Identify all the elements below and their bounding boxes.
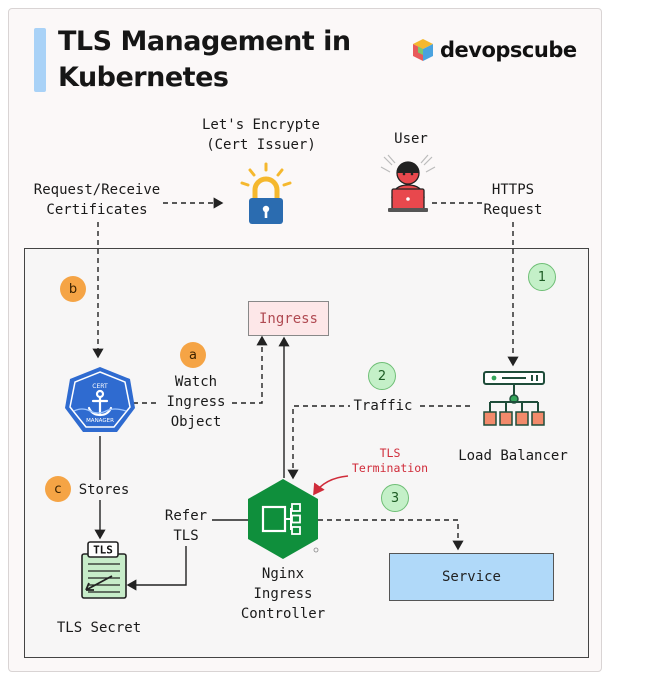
- title-accent-bar: [34, 28, 46, 92]
- watch-line2: Ingress: [166, 394, 226, 410]
- https-request-line1: HTTPS: [491, 182, 535, 198]
- ingress-box: Ingress: [248, 301, 329, 336]
- cert-manager-bottom-text: MANAGER: [86, 418, 114, 424]
- edge-nginx-to-service: [318, 519, 464, 551]
- cert-manager-icon: CERT MANAGER: [65, 367, 135, 432]
- service-box: Service: [389, 553, 554, 601]
- user-laptop-icon: [380, 154, 436, 212]
- badge-1: 1: [528, 263, 556, 291]
- badge-c: c: [45, 476, 71, 502]
- brand-logo: devopscube: [412, 38, 577, 62]
- lock-icon: [240, 162, 292, 224]
- badge-2: 2: [368, 362, 396, 390]
- refer-line2: TLS: [173, 528, 199, 544]
- cert-manager-top-text: CERT: [92, 383, 108, 390]
- letsencrypt-label-line2: (Cert Issuer): [206, 137, 316, 153]
- nginx-icon: [248, 479, 319, 559]
- request-receive-line2: Certificates: [46, 202, 148, 218]
- load-balancer-icon: [483, 371, 545, 426]
- letsencrypt-label: Let's Encrypte (Cert Issuer): [196, 115, 326, 155]
- tls-secret-icon: TLS: [81, 541, 127, 599]
- ingress-label: Ingress: [258, 310, 318, 327]
- watch-line3: Object: [170, 414, 222, 430]
- tls-secret-label: TLS Secret: [56, 620, 142, 636]
- title-line-2: Kubernetes: [58, 62, 229, 93]
- nginx-line3: Controller: [240, 606, 326, 622]
- cube-logo-icon: [413, 39, 433, 61]
- watch-line1: Watch: [174, 374, 218, 390]
- brand-name: devopscube: [440, 38, 577, 62]
- tls-termination-arrow: [313, 475, 349, 496]
- nginx-line2: Ingress: [253, 586, 313, 602]
- nginx-label: Nginx Ingress Controller: [228, 564, 338, 624]
- title-line-1: TLS Management in: [58, 26, 351, 57]
- https-request-line2: Request: [483, 202, 543, 218]
- watch-ingress-label: Watch Ingress Object: [160, 372, 232, 432]
- user-label: User: [394, 131, 428, 147]
- refer-line1: Refer: [164, 508, 208, 524]
- tls-termination-line1: TLS: [379, 446, 401, 460]
- badge-b: b: [60, 276, 86, 302]
- edge-refer-tls: [126, 519, 248, 591]
- nginx-line1: Nginx: [261, 566, 305, 582]
- service-label: Service: [441, 569, 501, 585]
- https-request-label: HTTPS Request: [478, 180, 548, 220]
- tls-termination-label: TLS Termination: [340, 446, 440, 476]
- tls-secret-tag: TLS: [93, 544, 113, 557]
- refer-tls-label: Refer TLS: [160, 506, 212, 546]
- badge-3: 3: [381, 484, 409, 512]
- letsencrypt-label-line1: Let's Encrypte: [201, 117, 320, 133]
- traffic-label: Traffic: [350, 396, 416, 416]
- request-receive-label: Request/Receive Certificates: [27, 180, 167, 220]
- request-receive-line1: Request/Receive: [33, 182, 161, 198]
- load-balancer-label: Load Balancer: [458, 448, 568, 464]
- tls-termination-line2: Termination: [351, 461, 429, 475]
- edge-watch-ingress: [133, 335, 268, 404]
- badge-a: a: [180, 342, 206, 368]
- stores-label: Stores: [76, 480, 132, 500]
- page-title: TLS Management in Kubernetes: [58, 24, 351, 96]
